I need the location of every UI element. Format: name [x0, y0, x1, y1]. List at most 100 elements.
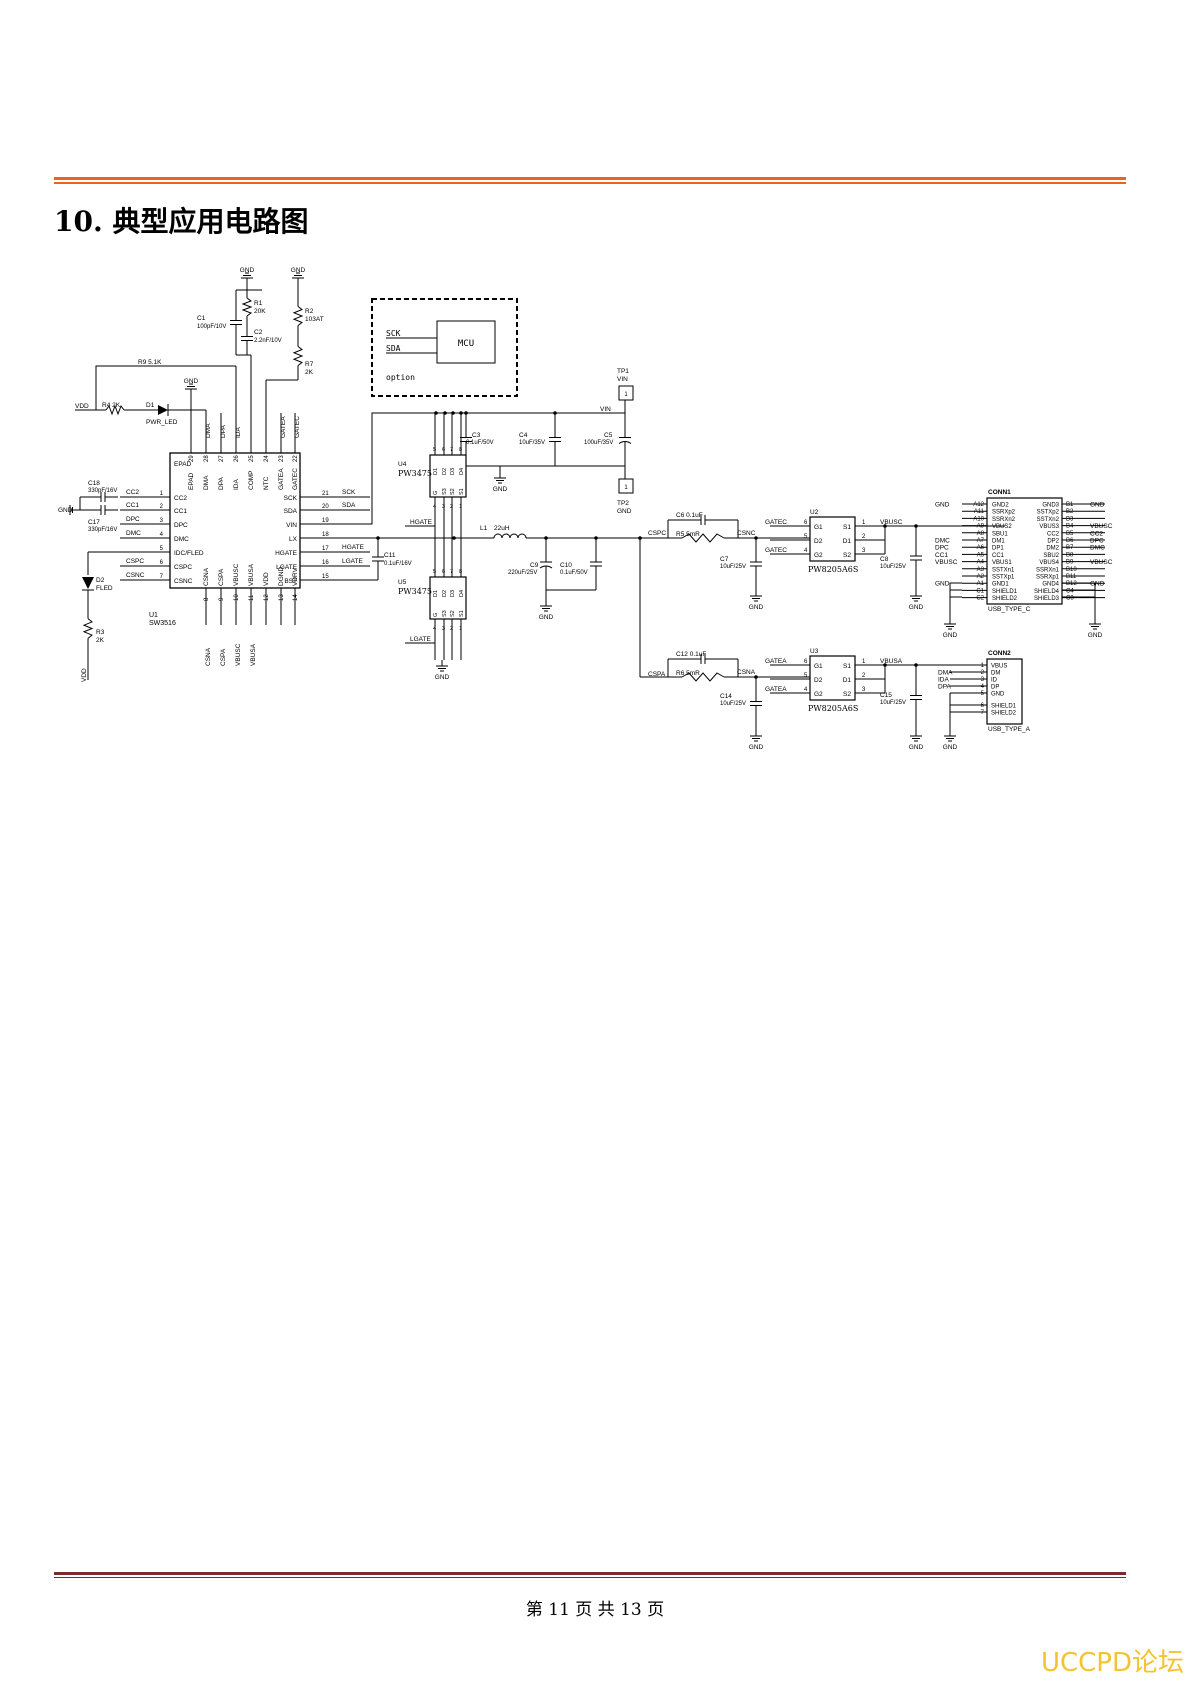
- r6-label: R6 5mR: [676, 670, 700, 677]
- conn2-pin-num: 3: [981, 677, 985, 683]
- conn2-net-label: IDA: [938, 677, 950, 684]
- page-number: 第 11 页 共 13 页: [525, 1600, 665, 1620]
- u3-pin-num: 3: [862, 687, 866, 693]
- ic-u1-pin-name: DPA: [218, 476, 225, 490]
- net-label: CSPA: [220, 648, 227, 666]
- u5-pin-num: 7: [450, 569, 453, 575]
- u2-part: PW8205A6S: [808, 565, 858, 574]
- u2-pin: S2: [843, 552, 851, 559]
- junction-dot: [376, 536, 380, 540]
- ic-u1-pin-name: VDD: [263, 572, 270, 586]
- c5-capacitor: [618, 441, 632, 444]
- u5-pin: S3: [442, 610, 448, 617]
- ground-label: GND: [749, 604, 764, 611]
- conn1-net-label: GND: [1090, 581, 1105, 588]
- footer-rule-top: [54, 1572, 1126, 1575]
- mcu-block: [436, 320, 496, 364]
- conn1-pin-name: SHIELD3: [1034, 596, 1060, 602]
- ic-u1-pin-name: DGND: [278, 567, 285, 586]
- net-label: GATEA: [765, 658, 787, 665]
- ic-u1-pin-name: IDA: [233, 479, 240, 491]
- net-label: GATEC: [294, 416, 301, 438]
- l1-ref: L1: [480, 525, 488, 532]
- conn1-pin-num: A8: [977, 531, 985, 537]
- conn2-body: [986, 658, 1023, 725]
- u3-pin: S1: [843, 663, 851, 670]
- u5-pin-num: 3: [442, 626, 445, 632]
- net-label: IDA: [235, 427, 242, 439]
- r1-ref: R1: [254, 300, 263, 307]
- junction-dot: [451, 411, 455, 415]
- ic-u1-pin-name: VBUSC: [233, 563, 240, 586]
- conn1-net-label: DPC: [1090, 538, 1104, 545]
- ground-label: GND: [435, 674, 450, 681]
- conn1-pin-name: SSTXn2: [1037, 517, 1060, 523]
- conn1-pin-name: SSTXp2: [1037, 510, 1060, 516]
- c10-value: 0.1uF/50V: [560, 570, 588, 576]
- conn1-net-label: CC2: [1090, 530, 1103, 537]
- mcu-sck-label: SCK: [386, 329, 401, 338]
- c18-value: 330pF/16V: [88, 488, 117, 494]
- ic-u1-pin-num: 28: [204, 455, 210, 462]
- conn2-pin-name: SHIELD2: [991, 711, 1017, 717]
- conn1-pin-num: B2: [1066, 509, 1074, 515]
- conn2-pin-num: 2: [981, 670, 985, 676]
- conn1-pin-name: SHIELD1: [992, 589, 1018, 595]
- ic-u1-pin-name: COMP: [248, 471, 255, 491]
- junction-dot: [754, 675, 758, 679]
- ic-u1-pin-name: VIN: [286, 522, 297, 529]
- c17-ref: C17: [88, 519, 100, 526]
- u4-ref: U4: [398, 461, 407, 468]
- r3-value: 2K: [96, 637, 105, 644]
- conn2-pin-name: DP: [991, 685, 999, 691]
- u5-pin-num: 5: [433, 569, 436, 575]
- net-label: CSNA: [205, 647, 212, 666]
- ic-u1-pin-name: IDC/FLED: [174, 550, 204, 557]
- c2-ref: C2: [254, 329, 263, 336]
- conn1-net-label: DMC: [1090, 545, 1105, 552]
- net-label: HGATE: [410, 519, 433, 526]
- r1-value: 20K: [254, 308, 266, 315]
- conn1-net-label: VBUSC: [1090, 523, 1113, 530]
- ic-u1-pin-num: 10: [234, 594, 240, 601]
- net-label: DPA: [220, 424, 227, 438]
- conn2-pin-name: ID: [991, 678, 998, 684]
- net-label: VDD: [81, 668, 88, 682]
- r5-resistor: [681, 533, 725, 543]
- junction-dot: [464, 411, 468, 415]
- u3-body: [809, 655, 856, 701]
- conn1-net-label: CC1: [935, 552, 948, 559]
- conn1-net-label: GND: [1090, 502, 1105, 509]
- u4-pin: D1: [433, 468, 439, 475]
- u4-pin-num: 1: [459, 504, 462, 510]
- tp2-pin: 1: [624, 485, 628, 491]
- net-label: CSPC: [648, 530, 666, 537]
- conn1-net-label: VBUSC: [935, 559, 958, 566]
- u2-pin-num: 5: [804, 534, 808, 540]
- u3-pin-num: 6: [804, 659, 808, 665]
- u5-pin: G: [433, 613, 439, 617]
- r9-label: R9 5.1K: [138, 359, 162, 366]
- r2-resistor: [292, 306, 304, 326]
- conn2-net-label: DMA: [938, 670, 953, 677]
- ic-u1-pin-num: 19: [322, 518, 329, 524]
- junction-dot: [883, 663, 887, 667]
- r3-ref: R3: [96, 629, 105, 636]
- u5-pin: D4: [459, 590, 465, 597]
- tp2-testpoint: [618, 478, 634, 494]
- conn1-pin-num: A10: [973, 516, 984, 522]
- u5-pin-num: 4: [433, 626, 436, 632]
- conn2-pin-name: GND: [991, 692, 1005, 698]
- conn1-pin-num: A5: [977, 552, 985, 558]
- u3-pin: D2: [814, 677, 823, 684]
- ic-u1-pin-name: GATEA: [278, 468, 285, 490]
- u4-pin-num: 4: [433, 504, 436, 510]
- c15-ref: C15: [880, 692, 892, 699]
- c3-value: 0.1uF/50V: [466, 440, 494, 446]
- conn1-pin-name: SSRXp1: [1036, 575, 1060, 581]
- ic-u1-pin-num: 21: [322, 491, 329, 497]
- mcu-option-box: [371, 298, 518, 397]
- ic-u1-pin-name: SDA: [284, 508, 298, 515]
- conn2-part: USB_TYPE_A: [988, 726, 1031, 733]
- ic-u1-pin-num: 12: [264, 594, 270, 601]
